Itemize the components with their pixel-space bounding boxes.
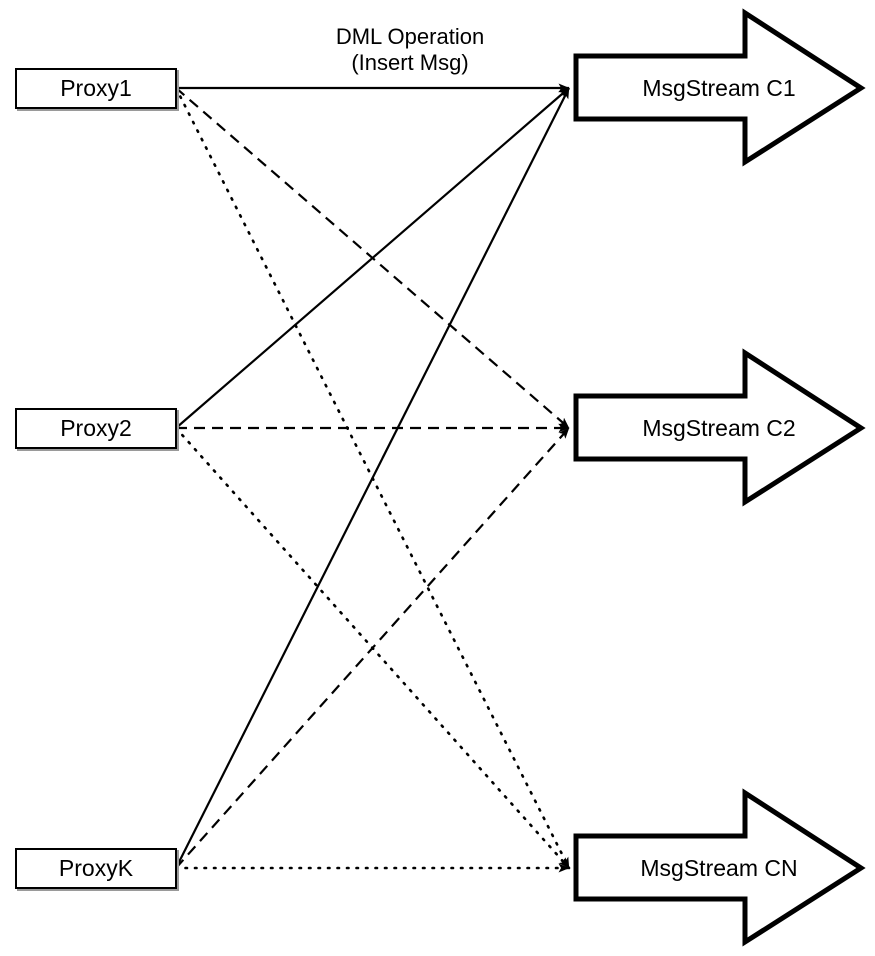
edge-proxy2-to-c1 xyxy=(175,87,570,429)
proxy2-label: Proxy2 xyxy=(60,415,132,441)
stream-c1: MsgStream C1 xyxy=(573,8,866,167)
connection-edges xyxy=(174,83,571,873)
proxy1: Proxy1 xyxy=(15,68,179,111)
stream-cn-label: MsgStream CN xyxy=(640,855,797,881)
stream-c2: MsgStream C2 xyxy=(573,348,866,507)
proxyk-label: ProxyK xyxy=(59,855,134,881)
edge-line-solid xyxy=(175,87,570,869)
dml-operation-annotation: DML Operation (Insert Msg) xyxy=(336,24,484,75)
proxy2-box xyxy=(15,408,177,449)
stream-c2-label: MsgStream C2 xyxy=(642,415,795,441)
edge-line-solid xyxy=(175,87,570,429)
proxy1-box xyxy=(15,68,177,109)
stream-c2-shape xyxy=(576,348,866,507)
proxy1-label: Proxy1 xyxy=(60,75,132,101)
edge-line-dashed xyxy=(175,427,570,869)
stream-c1-shape xyxy=(576,8,866,167)
proxyk: ProxyK xyxy=(15,848,179,891)
proxyk-box xyxy=(15,848,177,889)
dml-operation-line2: (Insert Msg) xyxy=(351,50,468,75)
edge-proxyk-to-c1 xyxy=(175,87,570,869)
stream-cn: MsgStream CN xyxy=(573,788,866,947)
proxy2: Proxy2 xyxy=(15,408,179,451)
edge-proxyk-to-c2 xyxy=(175,427,570,869)
stream-cn-shape xyxy=(576,788,866,947)
msgstream-arrows: MsgStream C1 MsgStream C2 MsgStream CN xyxy=(573,8,866,947)
stream-c1-label: MsgStream C1 xyxy=(642,75,795,101)
dml-operation-line1: DML Operation xyxy=(336,24,484,49)
